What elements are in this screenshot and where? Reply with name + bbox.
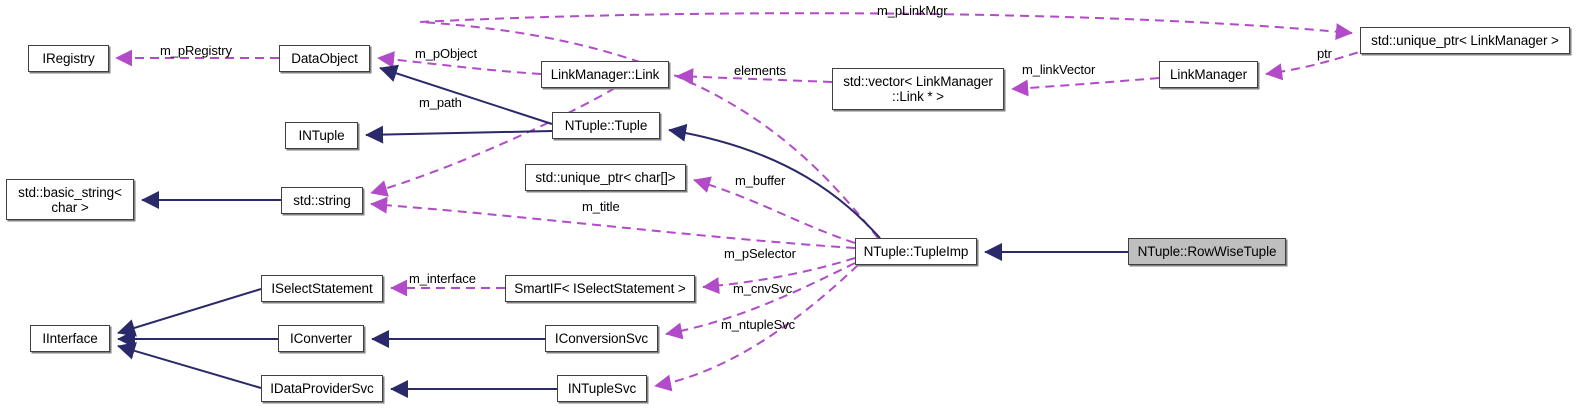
- edge-elements: [676, 68, 833, 86]
- class-node-linkmanagerlink[interactable]: LinkManager::Link: [541, 61, 669, 88]
- edge-inherit-tupleimp-tuple: [668, 123, 881, 239]
- edge-label-m_buffer: m_buffer: [735, 173, 786, 188]
- class-node-linkmanager[interactable]: LinkManager: [1159, 61, 1258, 88]
- edge-label-m_pSelector: m_pSelector: [724, 246, 796, 261]
- edge-m_buffer: [693, 176, 856, 244]
- edge-label-m_interface: m_interface: [409, 271, 476, 286]
- class-node-ntupletupleimp[interactable]: NTuple::TupleImp: [855, 238, 977, 265]
- edge-label-m_path: m_path: [419, 95, 462, 110]
- edge-label-ptr: ptr: [1317, 46, 1332, 61]
- class-node-uniqueptrchar[interactable]: std::unique_ptr< char[]>: [525, 164, 686, 191]
- edge-label-m_ntupleSvc: m_ntupleSvc: [721, 317, 796, 332]
- class-node-intuplesvc[interactable]: INTupleSvc: [557, 375, 647, 402]
- edge-m_path-usage: [370, 87, 616, 197]
- edge-label-m_title: m_title: [582, 199, 620, 214]
- edge-m_pSelector: [702, 257, 856, 295]
- edge-m_title: [370, 196, 856, 249]
- edge-label-elements: elements: [734, 63, 786, 78]
- class-node-idataprovidersvc[interactable]: IDataProviderSvc: [261, 375, 383, 402]
- edge-ptr: [1265, 47, 1373, 81]
- edge-inherit-tuple-intuple: [365, 125, 553, 144]
- class-node-basicstring[interactable]: std::basic_string< char >: [6, 179, 134, 220]
- class-node-dataobject[interactable]: DataObject: [279, 45, 370, 72]
- class-node-iconversionsvc[interactable]: IConversionSvc: [545, 325, 658, 352]
- edge-m_cnvSvc: [665, 262, 856, 340]
- edge-label-m_pObject: m_pObject: [415, 46, 477, 61]
- class-node-ntupletuple[interactable]: NTuple::Tuple: [552, 112, 660, 139]
- class-node-intuple[interactable]: INTuple: [285, 122, 358, 149]
- edge-label-m_pLinkMgr: m_pLinkMgr: [877, 3, 948, 18]
- edge-inherit-idataprovider-iinterface: [117, 342, 262, 389]
- class-node-rowwisetuple[interactable]: NTuple::RowWiseTuple: [1128, 238, 1286, 265]
- edge-label-m_cnvSvc: m_cnvSvc: [733, 281, 793, 296]
- class-node-uniqueptrlm[interactable]: std::unique_ptr< LinkManager >: [1360, 27, 1570, 54]
- edge-m_linkVector: [1011, 77, 1160, 97]
- edge-label-m_pRegistry: m_pRegistry: [160, 43, 232, 58]
- class-node-smartif[interactable]: SmartIF< ISelectStatement >: [505, 275, 695, 302]
- class-node-stdstring[interactable]: std::string: [281, 187, 363, 214]
- edge-inherit-tuple-dataobject: [379, 64, 553, 125]
- class-node-iregistry[interactable]: IRegistry: [28, 45, 109, 72]
- edge-m_ntupleSvc: [654, 264, 859, 392]
- class-node-stdvector[interactable]: std::vector< LinkManager ::Link * >: [832, 68, 1004, 110]
- class-node-iinterface[interactable]: IInterface: [30, 325, 110, 352]
- class-node-iconverter[interactable]: IConverter: [278, 325, 364, 352]
- edge-m_pObject: [377, 51, 542, 75]
- edge-label-m_linkVector: m_linkVector: [1022, 62, 1096, 77]
- edge-inherit-iselect-iinterface: [117, 288, 262, 337]
- class-node-iselectstatement[interactable]: ISelectStatement: [261, 275, 383, 302]
